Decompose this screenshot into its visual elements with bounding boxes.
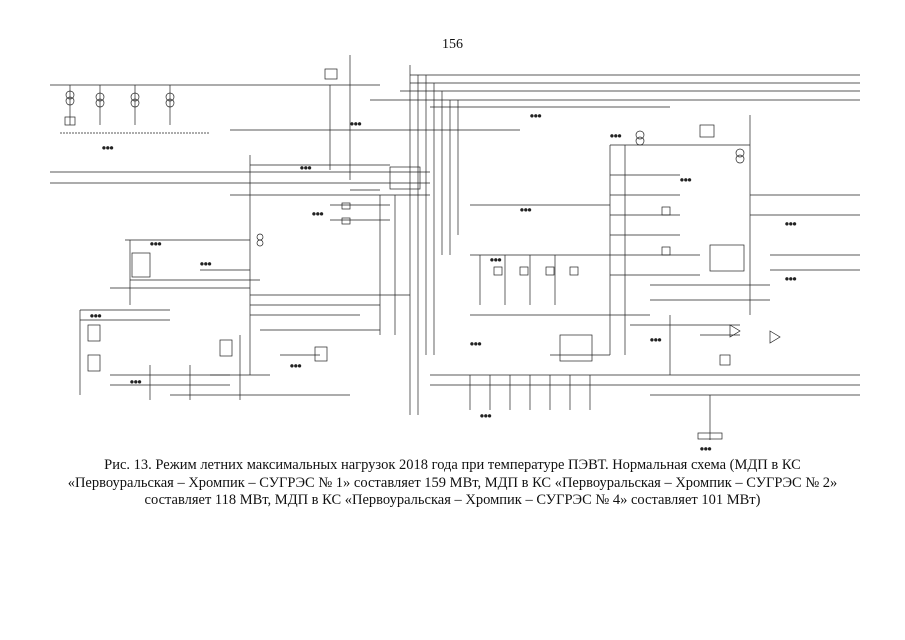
label: ●●● [650, 338, 662, 343]
label: ●●● [470, 342, 482, 347]
label: ●●● [102, 146, 114, 151]
page-number: 156 [442, 37, 463, 52]
label: ●●● [130, 380, 142, 385]
central-vertical-bundle [409, 65, 459, 415]
figure-caption: Рис. 13. Режим летних максимальных нагру… [67, 457, 838, 508]
central-substation [249, 155, 421, 375]
right-substations [609, 115, 860, 355]
label: ●●● [680, 178, 692, 183]
label: ●●● [785, 277, 797, 282]
label: ●●● [785, 222, 797, 227]
label: ●●● [300, 166, 312, 171]
label: ●●● [480, 414, 492, 419]
label: ●●● [200, 262, 212, 267]
schematic-labels: ●●● ●●● ●●● ●●● ●●● ●●● ●●● ●●● ●●● ●●● … [90, 114, 797, 452]
label: ●●● [290, 364, 302, 369]
label: ●●● [490, 258, 502, 263]
label: ●●● [150, 242, 162, 247]
label: ●●● [350, 122, 362, 127]
left-middle-block [110, 233, 410, 331]
bottom-feeders [430, 315, 860, 440]
label: ●●● [520, 208, 532, 213]
label: ●●● [530, 114, 542, 119]
label: ●●● [312, 212, 324, 217]
label: ●●● [610, 134, 622, 139]
power-grid-schematic: ●●● ●●● ●●● ●●● ●●● ●●● ●●● ●●● ●●● ●●● … [50, 55, 860, 452]
lower-left-substations [79, 309, 350, 400]
main-transmission-lines [50, 74, 860, 196]
middle-right-block [470, 204, 650, 362]
label: ●●● [90, 314, 102, 319]
top-left-substations [50, 84, 380, 134]
label: ●●● [700, 447, 712, 452]
